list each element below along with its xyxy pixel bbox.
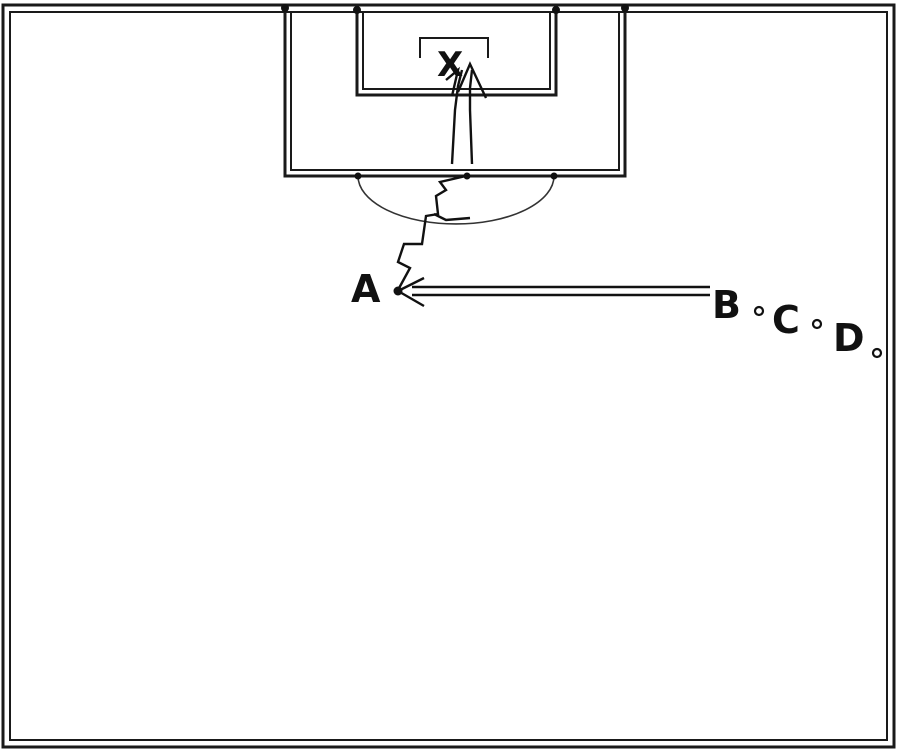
lane-marker-left	[354, 172, 362, 180]
lane-marker-right	[550, 172, 558, 180]
lane-marker-center	[463, 172, 471, 180]
cut-arrow-hook	[445, 66, 460, 97]
player-a-label: A	[351, 267, 381, 311]
player-d-dot	[871, 347, 883, 359]
player-b-label: B	[712, 283, 741, 327]
cut-line-to-x-left	[450, 69, 464, 165]
player-b-dot	[753, 305, 765, 317]
player-a-dot	[393, 286, 403, 296]
dribble-path-a	[396, 174, 467, 291]
screen-segment	[433, 212, 471, 222]
pass-b-to-a	[395, 276, 710, 308]
basket-bracket	[419, 37, 489, 58]
cut-arrow-head	[456, 61, 488, 99]
free-throw-lane	[281, 4, 629, 178]
court-boundary-outer	[1, 3, 896, 749]
player-d-label: D	[833, 316, 865, 360]
cut-line-to-x-right	[468, 69, 474, 165]
free-throw-arc	[357, 175, 555, 225]
player-c-label: C	[772, 298, 800, 342]
target-x-label: X	[437, 45, 463, 85]
player-c-dot	[811, 318, 823, 330]
court-boundary-inner	[9, 11, 888, 741]
